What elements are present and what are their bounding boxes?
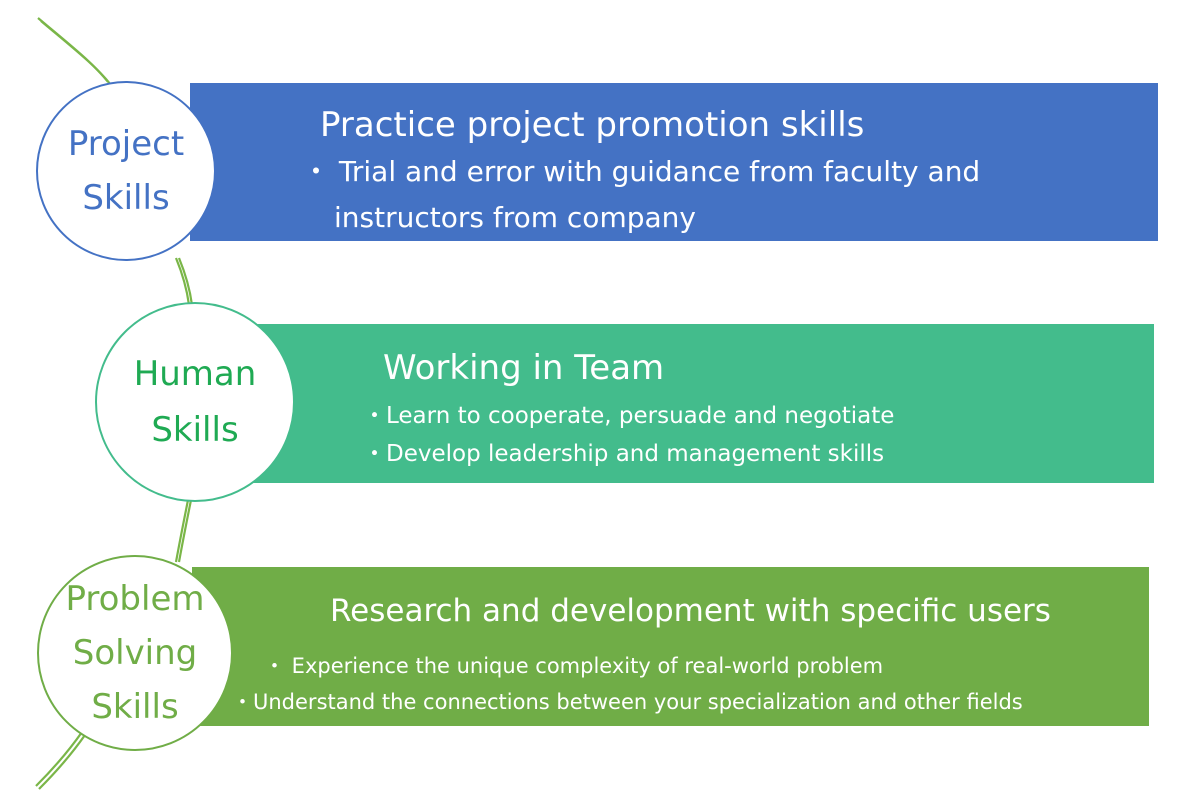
project-skills-circle-line-1: Project bbox=[67, 124, 185, 164]
problem-solving-circle-line-2: Solving bbox=[72, 633, 198, 673]
problem-solving-circle-line-1: Problem bbox=[65, 579, 205, 619]
project-skills-circle-line-2: Skills bbox=[82, 178, 170, 218]
problem-solving-title: Research and development with specific u… bbox=[330, 593, 1051, 629]
human-skills-band: Working in Team ・Learn to cooperate, per… bbox=[245, 324, 1154, 483]
human-skills-title: Working in Team bbox=[383, 348, 665, 388]
problem-solving-band: Research and development with specific u… bbox=[192, 567, 1149, 726]
project-skills-circle: Project Skills bbox=[36, 81, 216, 261]
project-skills-title: Practice project promotion skills bbox=[320, 105, 865, 145]
problem-solving-bullet-2: ・Understand the connections between your… bbox=[232, 690, 1023, 714]
project-skills-bullet-2: instructors from company bbox=[334, 201, 696, 234]
human-skills-circle: Human Skills bbox=[95, 302, 295, 502]
human-skills-circle-line-1: Human bbox=[133, 354, 257, 394]
human-skills-bullet-1: ・Learn to cooperate, persuade and negoti… bbox=[363, 403, 895, 429]
project-skills-band: Practice project promotion skills ・ Tria… bbox=[190, 83, 1158, 241]
project-skills-bullet-1: ・ Trial and error with guidance from fac… bbox=[302, 155, 981, 188]
problem-solving-circle-line-3: Skills bbox=[91, 687, 179, 727]
problem-solving-bullet-1: ・ Experience the unique complexity of re… bbox=[264, 654, 884, 678]
problem-solving-circle: Problem Solving Skills bbox=[37, 555, 233, 751]
human-skills-circle-line-2: Skills bbox=[151, 410, 239, 450]
human-skills-bullet-2: ・Develop leadership and management skill… bbox=[363, 441, 885, 467]
